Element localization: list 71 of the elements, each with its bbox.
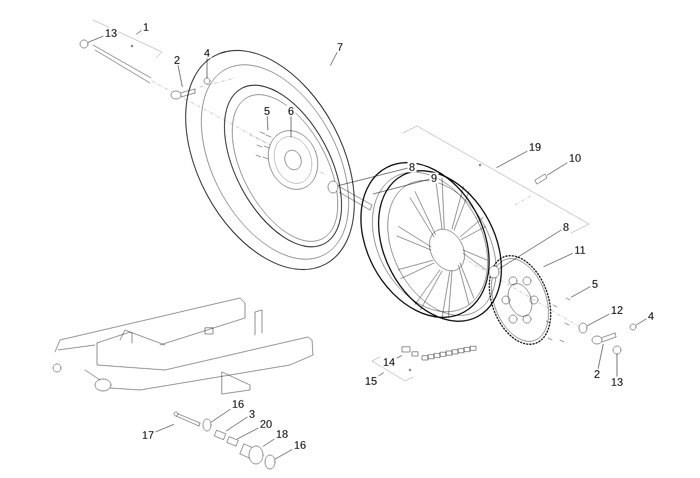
- callout-number: 4: [646, 310, 656, 322]
- callout-number: 8: [407, 162, 417, 172]
- callout-number: 1: [141, 22, 151, 32]
- callout-number: 16: [292, 440, 308, 450]
- callout-number: 18: [274, 428, 290, 440]
- callout-number: 12: [609, 304, 625, 316]
- leader-line: [226, 416, 248, 432]
- leader-line: [206, 58, 208, 78]
- callout-number: 5: [590, 278, 600, 290]
- leader-line: [156, 424, 174, 432]
- callout-number: 8: [561, 222, 571, 232]
- washer-drawing: [630, 324, 636, 330]
- callout-number: 6: [286, 106, 296, 116]
- washer-drawing: [202, 418, 212, 432]
- leader-line: [396, 355, 402, 358]
- leader-line: [236, 428, 258, 440]
- leader-line: [586, 314, 610, 326]
- callout-number: 17: [140, 430, 156, 440]
- leader-line: [210, 409, 230, 422]
- callout-number: 13: [103, 28, 119, 38]
- leader-line: [546, 162, 568, 176]
- leader-line: [543, 253, 573, 267]
- callout-number: 2: [592, 368, 602, 380]
- leader-line: [330, 52, 338, 66]
- pin-drawing: [174, 412, 200, 426]
- leader-line: [290, 116, 292, 138]
- leader-line: [88, 36, 104, 43]
- leader-line: [274, 449, 292, 460]
- spacer-drawing: [328, 180, 338, 194]
- callout-number: 2: [172, 54, 182, 66]
- callout-number: 7: [335, 42, 345, 52]
- leader-line: [598, 344, 604, 369]
- callout-number: 15: [363, 376, 379, 386]
- callout-number: 3: [247, 408, 257, 420]
- bolt-drawing: [592, 332, 616, 344]
- leader-line: [178, 65, 183, 88]
- bolt-drawing: [566, 298, 570, 300]
- chain-link-drawing: [402, 346, 418, 356]
- leader-line: [570, 286, 590, 298]
- callout-number: 20: [258, 418, 274, 430]
- leader-line: [338, 168, 408, 186]
- callout-number: 9: [429, 172, 439, 184]
- leader-line: [616, 354, 618, 377]
- valve-drawing: [534, 174, 548, 184]
- bushing-drawing: [214, 430, 226, 440]
- leader-line: [262, 438, 274, 447]
- leader-line: [498, 230, 562, 269]
- leader-line: [267, 116, 268, 130]
- callout-number: 11: [572, 244, 588, 256]
- nut-drawing: [80, 40, 88, 48]
- leader-line: [136, 30, 142, 34]
- callout-number: 13: [609, 376, 625, 388]
- spacer-drawing: [578, 322, 588, 334]
- leader-line: [372, 179, 430, 194]
- callout-number: 14: [381, 356, 397, 368]
- leader-line: [496, 150, 528, 168]
- leader-line: [378, 372, 384, 376]
- spacer-drawing: [488, 266, 500, 278]
- bolt-drawing: [170, 88, 196, 100]
- washer-drawing: [264, 454, 276, 470]
- bushing-drawing: [240, 444, 264, 464]
- leader-line: [636, 318, 646, 326]
- callout-number: 19: [527, 142, 543, 152]
- callout-number: 5: [262, 106, 272, 116]
- bushing-drawing: [226, 436, 238, 446]
- axle-drawing: [338, 186, 372, 210]
- nut-drawing: [612, 346, 622, 354]
- callout-number: 4: [202, 48, 212, 58]
- washer-drawing: [204, 78, 210, 84]
- callout-number: 16: [230, 398, 246, 410]
- callout-number: 10: [567, 152, 583, 164]
